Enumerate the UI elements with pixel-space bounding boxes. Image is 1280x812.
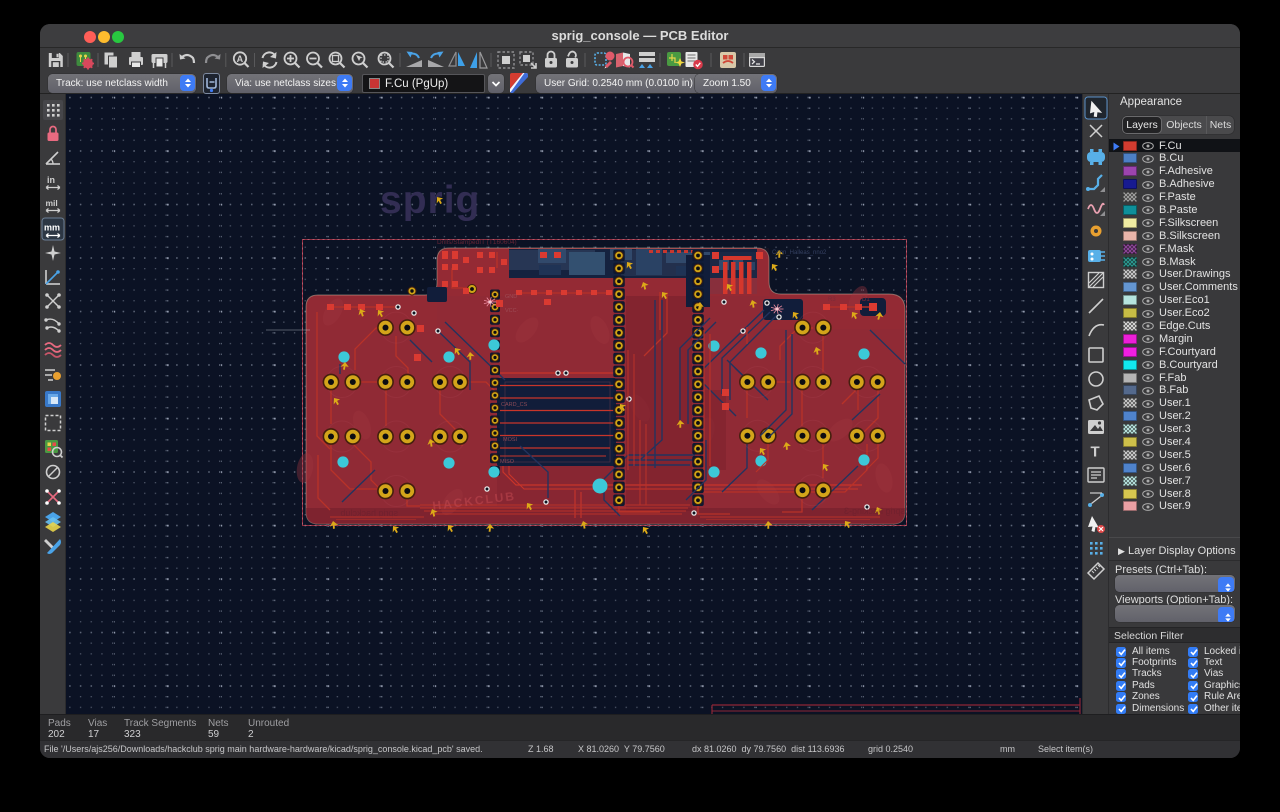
svg-text:A: A xyxy=(237,54,244,64)
svg-text:T: T xyxy=(1091,444,1100,461)
svg-text:MISO: MISO xyxy=(500,459,515,465)
svg-text:Conn_Halleas_nno2: Conn_Halleas_nno2 xyxy=(772,250,827,256)
svg-text:MOSI: MOSI xyxy=(503,437,518,443)
svg-text:mm: mm xyxy=(44,223,60,233)
svg-text:CARD_CS: CARD_CS xyxy=(501,402,528,408)
svg-text:R3: R3 xyxy=(828,297,836,303)
svg-text:mil: mil xyxy=(46,198,58,208)
svg-text:Drills/StampedIT (T160604): Drills/StampedIT (T160604) xyxy=(437,239,517,246)
svg-text:sprig hackclub: sprig hackclub xyxy=(340,508,398,518)
svg-text:sprig: sprig xyxy=(380,179,480,222)
svg-text:in: in xyxy=(47,175,55,185)
svg-text:sprig hacking-3: sprig hacking-3 xyxy=(844,506,905,516)
svg-text:VCC·: VCC· xyxy=(505,308,519,314)
svg-text:GND: GND xyxy=(505,294,517,300)
svg-text:D1: D1 xyxy=(862,297,870,303)
